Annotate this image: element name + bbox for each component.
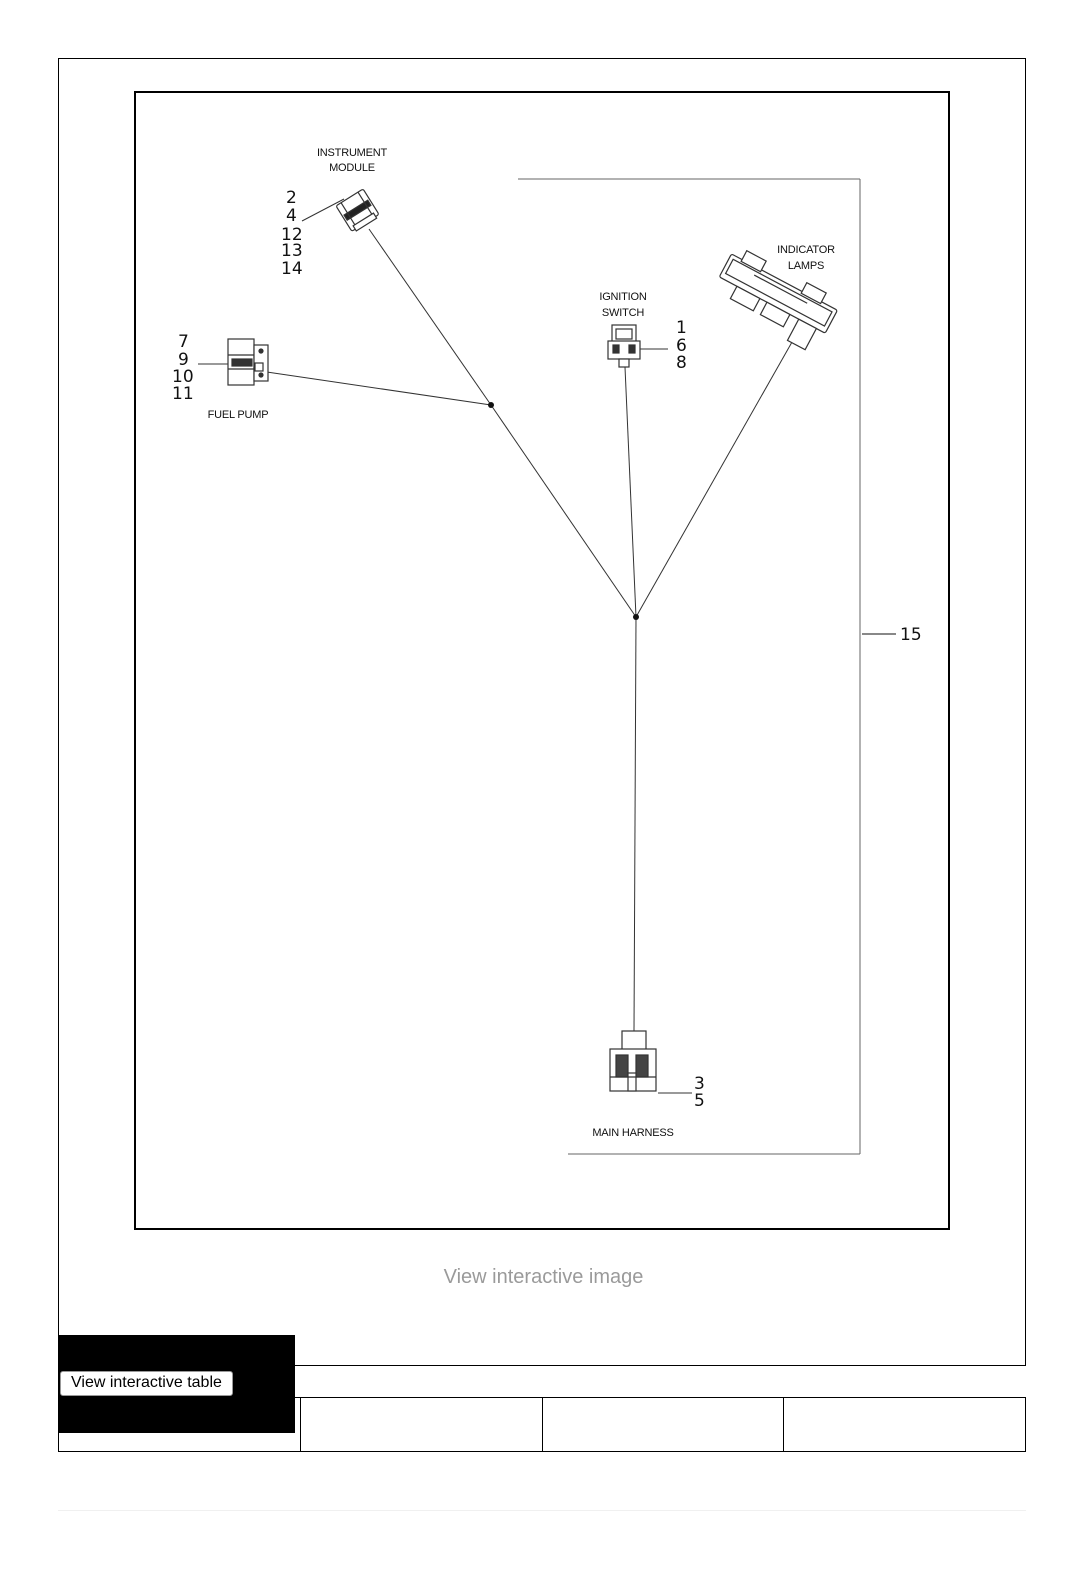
splice-point xyxy=(488,402,494,408)
callout-13: 13 xyxy=(281,241,303,261)
table-cell xyxy=(58,1397,301,1452)
fuel-pump-connector[interactable] xyxy=(227,338,269,386)
callout-5: 5 xyxy=(694,1091,705,1111)
fuel-pump-label: FUEL PUMP xyxy=(208,409,269,421)
callout-3: 3 xyxy=(694,1074,705,1094)
callout-8: 8 xyxy=(676,353,687,373)
divider xyxy=(58,1510,1026,1511)
harness-wires xyxy=(259,228,797,1032)
indicator-lamps-label-2: LAMPS xyxy=(788,260,824,272)
table-row xyxy=(58,1397,1026,1452)
callout-6: 6 xyxy=(676,336,687,356)
callout-14: 14 xyxy=(281,259,303,279)
callout-4: 4 xyxy=(286,206,297,226)
ignition-switch-label-1: IGNITION xyxy=(599,291,647,303)
main-harness-connector[interactable] xyxy=(609,1030,657,1092)
wiring-diagram-frame[interactable]: 15 INSTRUMENT MODULE 2 4 12 xyxy=(134,91,950,1230)
view-interactive-image-link[interactable]: View interactive image xyxy=(443,1266,644,1288)
table-cell xyxy=(541,1397,785,1452)
splice-point xyxy=(633,614,639,620)
main-harness-label: MAIN HARNESS xyxy=(592,1127,673,1139)
instrument-module-label-1: INSTRUMENT xyxy=(317,147,388,159)
callout-15: 15 xyxy=(900,625,922,645)
callout-11: 11 xyxy=(172,384,194,404)
callout-10: 10 xyxy=(172,367,194,387)
indicator-lamps-label-1: INDICATOR xyxy=(777,244,835,256)
callout-2: 2 xyxy=(286,188,297,208)
view-interactive-table-button[interactable]: View interactive table xyxy=(60,1371,233,1396)
footer-table xyxy=(58,1397,1026,1452)
ignition-switch-label-2: SWITCH xyxy=(602,307,644,319)
callout-7: 7 xyxy=(178,332,189,352)
indicator-lamps-assembly[interactable] xyxy=(708,245,842,354)
harness-bracket xyxy=(518,178,896,1155)
wiring-diagram: 15 INSTRUMENT MODULE 2 4 12 xyxy=(172,147,922,1155)
table-cell xyxy=(783,1397,1026,1452)
page-frame xyxy=(58,58,1026,1366)
table-cell xyxy=(299,1397,543,1452)
callout-12: 12 xyxy=(281,225,303,245)
instrument-module-label-2: MODULE xyxy=(329,162,375,174)
instrument-module-connector[interactable] xyxy=(336,189,380,233)
ignition-switch-connector[interactable] xyxy=(607,324,641,368)
callout-9: 9 xyxy=(178,350,189,370)
callout-1: 1 xyxy=(676,318,687,338)
